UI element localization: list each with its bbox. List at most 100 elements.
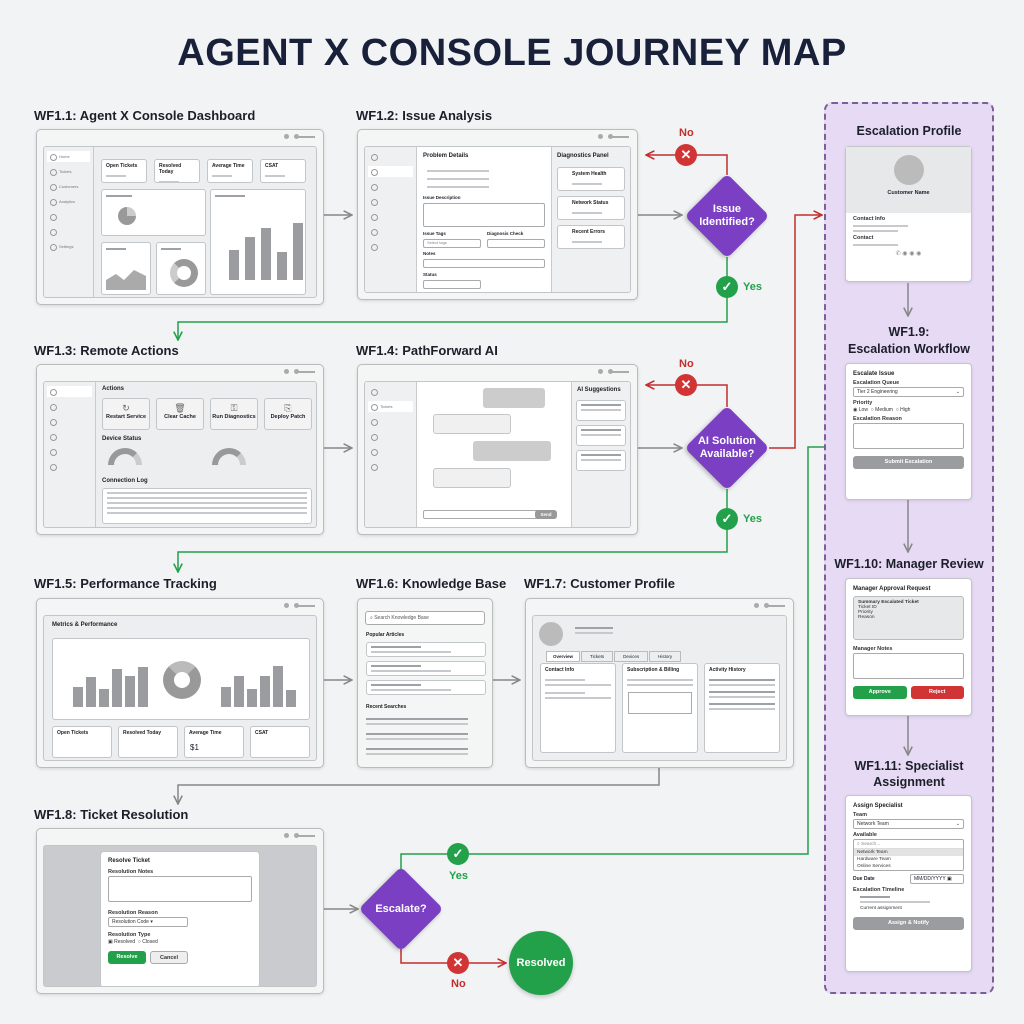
- approve-button[interactable]: Approve: [853, 686, 907, 699]
- check-icon: ✓: [716, 276, 738, 298]
- radio-closed[interactable]: ○ Closed: [137, 939, 158, 945]
- resolved-endpoint: Resolved: [509, 931, 573, 995]
- phone-icon[interactable]: ✆: [895, 251, 901, 257]
- gauge-icon: [108, 448, 142, 465]
- priority-medium[interactable]: ○ Medium: [870, 407, 893, 413]
- suggestion-card[interactable]: [576, 400, 626, 421]
- wf13-label: WF1.3: Remote Actions: [34, 343, 179, 358]
- assign-specialist-heading: Assign Specialist: [853, 803, 903, 809]
- chat-message-ai: [433, 414, 511, 434]
- actions-heading: Actions: [102, 386, 125, 392]
- issue-tags-input[interactable]: Select tags: [423, 239, 481, 248]
- issue-description-input[interactable]: [423, 203, 545, 227]
- resolve-button[interactable]: Resolve: [108, 951, 146, 964]
- tab-overview[interactable]: Overview: [546, 651, 581, 662]
- available-label: Available: [853, 832, 877, 838]
- run-diagnostics-button[interactable]: ⚿Run Diagnostics: [210, 398, 258, 430]
- team-select[interactable]: Network Team⌄: [853, 819, 964, 829]
- escalation-reason-input[interactable]: [853, 423, 964, 449]
- send-button[interactable]: Send: [535, 510, 557, 519]
- nav-analytics[interactable]: Analytics: [47, 196, 90, 207]
- diagnosis-select[interactable]: [487, 239, 545, 248]
- deploy-patch-button[interactable]: ⎘Deploy Patch: [264, 398, 312, 430]
- nav-tickets[interactable]: Tickets: [368, 401, 413, 412]
- decision-escalate-label: Escalate?: [375, 903, 427, 915]
- kpi: Open Tickets: [106, 163, 138, 169]
- contact-label: Contact: [853, 235, 874, 241]
- priority-low[interactable]: ◉ Low: [853, 407, 868, 413]
- resolution-reason-select[interactable]: Resolution Code ▾: [108, 917, 188, 927]
- escalation-reason-label: Escalation Reason: [853, 416, 902, 422]
- nav-customers[interactable]: Customers: [47, 181, 90, 192]
- x-icon: ✕: [447, 952, 469, 974]
- cancel-button[interactable]: Cancel: [150, 951, 188, 964]
- kpi: Resolved Today: [123, 730, 161, 736]
- wf17-window: Overview Tickets Devices History Contact…: [525, 598, 794, 768]
- escalation-queue-label: Escalation Queue: [853, 380, 900, 386]
- specialist-option[interactable]: Online Services: [857, 864, 891, 869]
- due-date-input[interactable]: MM/DD/YYYY ▣: [910, 874, 964, 884]
- tab-devices[interactable]: Devices: [614, 651, 649, 662]
- wf19-label-sub: Escalation Workflow: [847, 342, 970, 356]
- notes-label: Notes: [423, 251, 436, 256]
- reject-button[interactable]: Reject: [910, 686, 964, 699]
- notes-input[interactable]: [423, 259, 545, 268]
- article-item[interactable]: [366, 680, 486, 695]
- team-label: Team: [853, 812, 867, 818]
- page-title: AGENT X CONSOLE JOURNEY MAP: [177, 32, 847, 74]
- metrics-charts: [52, 638, 310, 720]
- ai-suggestions-heading: AI Suggestions: [577, 387, 621, 393]
- priority-high[interactable]: ○ High: [895, 407, 911, 413]
- article-item[interactable]: [366, 661, 486, 676]
- kpi: Open Tickets: [57, 730, 89, 736]
- chat-icon[interactable]: ◉: [902, 251, 908, 257]
- video-icon[interactable]: ◉: [916, 251, 922, 257]
- tab-tickets[interactable]: Tickets: [581, 651, 614, 662]
- specialist-option[interactable]: Hardware Team: [857, 857, 891, 862]
- status-select[interactable]: [423, 280, 481, 289]
- arrow-d3-no: [400, 949, 506, 963]
- connection-log[interactable]: [102, 488, 312, 524]
- specialist-option[interactable]: Network Team: [854, 849, 963, 856]
- calendar-icon: ▣: [946, 876, 952, 882]
- radio-resolved[interactable]: ▣ Resolved: [108, 939, 135, 945]
- kpi: Average Time: [212, 163, 245, 169]
- nav-home[interactable]: Home: [47, 151, 90, 162]
- status-label: Status: [423, 272, 437, 277]
- restart-service-button[interactable]: ↻Restart Service: [102, 398, 150, 430]
- kpi: Average Time: [189, 730, 222, 736]
- assign-specialist-card: Assign Specialist Team Network Team⌄ Ava…: [845, 795, 972, 972]
- wf111-label-sub: Assignment: [873, 775, 945, 789]
- arrow-wf17-wf18: [178, 768, 660, 804]
- nav-tickets[interactable]: Tickets: [47, 166, 90, 177]
- wf17-label: WF1.7: Customer Profile: [524, 576, 675, 591]
- resolution-notes-input[interactable]: [108, 876, 252, 902]
- wf15-window: Metrics & Performance Open Tickets Resol…: [36, 598, 324, 768]
- no-label: No: [451, 978, 466, 990]
- problem-details-heading: Problem Details: [423, 153, 469, 159]
- device-status-heading: Device Status: [102, 436, 142, 442]
- ticket-id-label: Ticket ID: [858, 605, 877, 610]
- suggestion-card[interactable]: [576, 450, 626, 471]
- resolution-reason-label: Resolution Reason: [108, 910, 158, 916]
- specialist-list[interactable]: ⌕ Search... Network Team Hardware Team O…: [853, 839, 964, 871]
- escalation-queue-select[interactable]: Tier 2 Engineering⌄: [853, 387, 964, 397]
- x-icon: ✕: [675, 374, 697, 396]
- suggestion-card[interactable]: [576, 425, 626, 446]
- nav-settings[interactable]: Settings: [47, 241, 90, 252]
- donut-chart-icon: [170, 259, 198, 287]
- kpi: CSAT: [255, 730, 269, 736]
- chat-input[interactable]: [423, 510, 553, 519]
- wf12-label: WF1.2: Issue Analysis: [356, 108, 493, 123]
- email-icon[interactable]: ◉: [909, 251, 915, 257]
- manager-notes-input[interactable]: [853, 653, 964, 679]
- submit-escalation-button[interactable]: Submit Escalation: [853, 456, 964, 469]
- article-item[interactable]: [366, 642, 486, 657]
- kpi: Resolved Today: [159, 163, 182, 175]
- knowledge-search-input[interactable]: ⌕ Search Knowledge Base: [365, 611, 485, 625]
- popular-articles-heading: Popular Articles: [366, 632, 405, 638]
- activity-history-section: Activity History: [709, 667, 746, 673]
- tab-history[interactable]: History: [649, 651, 682, 662]
- assign-notify-button[interactable]: Assign & Notify: [853, 917, 964, 930]
- clear-cache-button[interactable]: 🗑Clear Cache: [156, 398, 204, 430]
